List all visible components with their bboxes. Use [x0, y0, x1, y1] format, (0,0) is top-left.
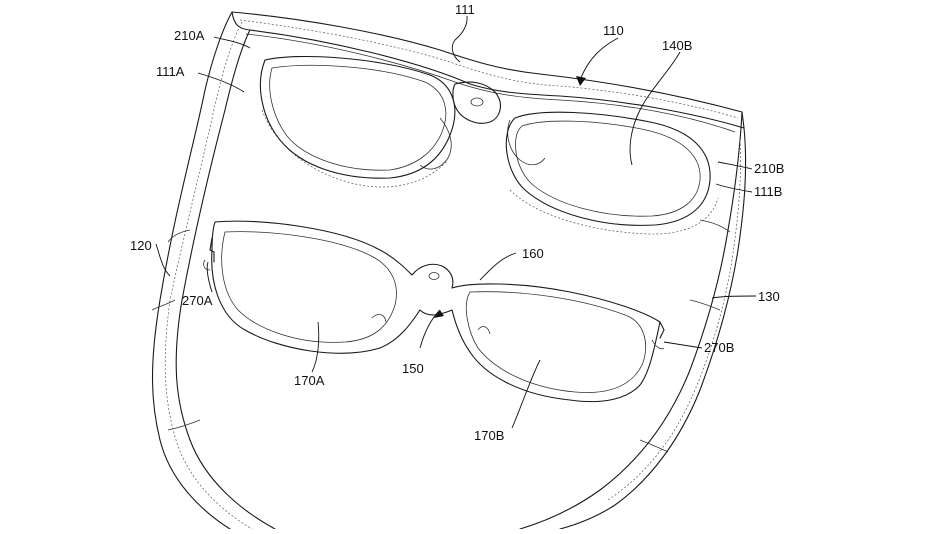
reference-labels: 111 110 140B 210A 111A 210B 111B 120 160… [130, 2, 784, 443]
label-150: 150 [402, 361, 424, 376]
label-170B: 170B [474, 428, 504, 443]
label-130: 130 [758, 289, 780, 304]
lens-insert-160 [204, 221, 664, 401]
label-111: 111 [455, 2, 475, 17]
label-120: 120 [130, 238, 152, 253]
label-170A: 170A [294, 373, 325, 388]
label-140B: 140B [662, 38, 692, 53]
right-temple-130 [520, 112, 746, 529]
left-temple-120 [152, 12, 275, 529]
label-270A: 270A [182, 293, 213, 308]
label-111B: 111B [754, 184, 782, 199]
label-110: 110 [603, 23, 624, 38]
label-210B: 210B [754, 161, 784, 176]
label-111A: 111A [156, 64, 185, 79]
label-160: 160 [522, 246, 544, 261]
label-210A: 210A [174, 28, 205, 43]
label-270B: 270B [704, 340, 734, 355]
